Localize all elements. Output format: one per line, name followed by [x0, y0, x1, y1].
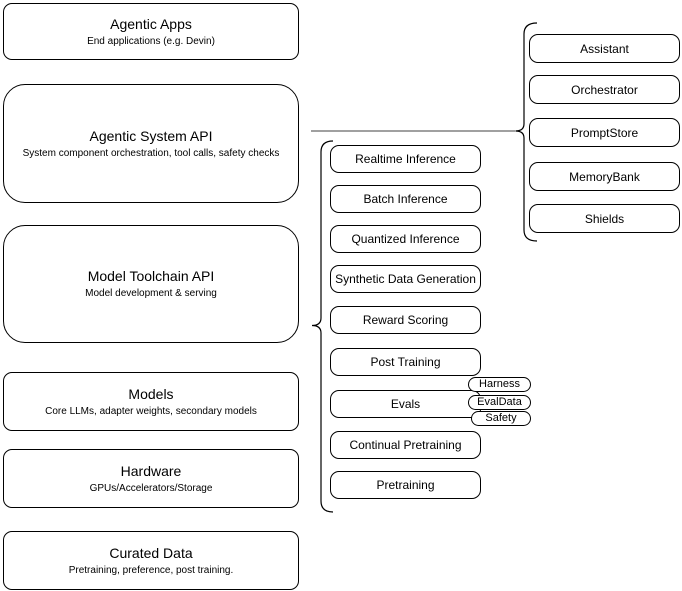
node-subtitle: System component orchestration, tool cal… — [22, 147, 280, 159]
component-assistant: Assistant — [529, 34, 680, 63]
component-promptstore: PromptStore — [529, 118, 680, 147]
node-subtitle: GPUs/Accelerators/Storage — [89, 482, 213, 494]
service-continual-pretraining: Continual Pretraining — [330, 431, 481, 459]
tag-harness: Harness — [468, 377, 531, 392]
service-post-training: Post Training — [330, 348, 481, 376]
node-agentic-apps: Agentic Apps End applications (e.g. Devi… — [3, 3, 299, 60]
node-agentic-system-api: Agentic System API System component orch… — [3, 84, 299, 203]
node-title: Agentic System API — [89, 127, 213, 144]
tag-safety: Safety — [471, 411, 531, 426]
node-model-toolchain-api: Model Toolchain API Model development & … — [3, 225, 299, 343]
service-pretraining: Pretraining — [330, 471, 481, 499]
node-subtitle: Core LLMs, adapter weights, secondary mo… — [45, 405, 257, 417]
node-title: Hardware — [120, 462, 182, 479]
service-batch-inference: Batch Inference — [330, 185, 481, 213]
node-subtitle: Model development & serving — [85, 288, 217, 299]
node-subtitle: End applications (e.g. Devin) — [87, 35, 215, 47]
component-shields: Shields — [529, 204, 680, 233]
component-memorybank: MemoryBank — [529, 162, 680, 191]
service-reward-scoring: Reward Scoring — [330, 306, 481, 334]
node-curated-data: Curated Data Pretraining, preference, po… — [3, 531, 299, 590]
component-orchestrator: Orchestrator — [529, 75, 680, 104]
node-models: Models Core LLMs, adapter weights, secon… — [3, 372, 299, 431]
node-title: Agentic Apps — [110, 15, 192, 32]
service-evals: Evals — [330, 390, 481, 418]
node-hardware: Hardware GPUs/Accelerators/Storage — [3, 449, 299, 508]
node-title: Curated Data — [109, 544, 193, 561]
service-quantized-inference: Quantized Inference — [330, 225, 481, 253]
node-title: Model Toolchain API — [87, 268, 215, 284]
service-realtime-inference: Realtime Inference — [330, 145, 481, 173]
node-title: Models — [128, 385, 174, 402]
tag-evaldata: EvalData — [468, 395, 531, 410]
node-subtitle: Pretraining, preference, post training. — [68, 564, 234, 576]
service-synthetic-data-generation: Synthetic Data Generation — [330, 265, 481, 293]
